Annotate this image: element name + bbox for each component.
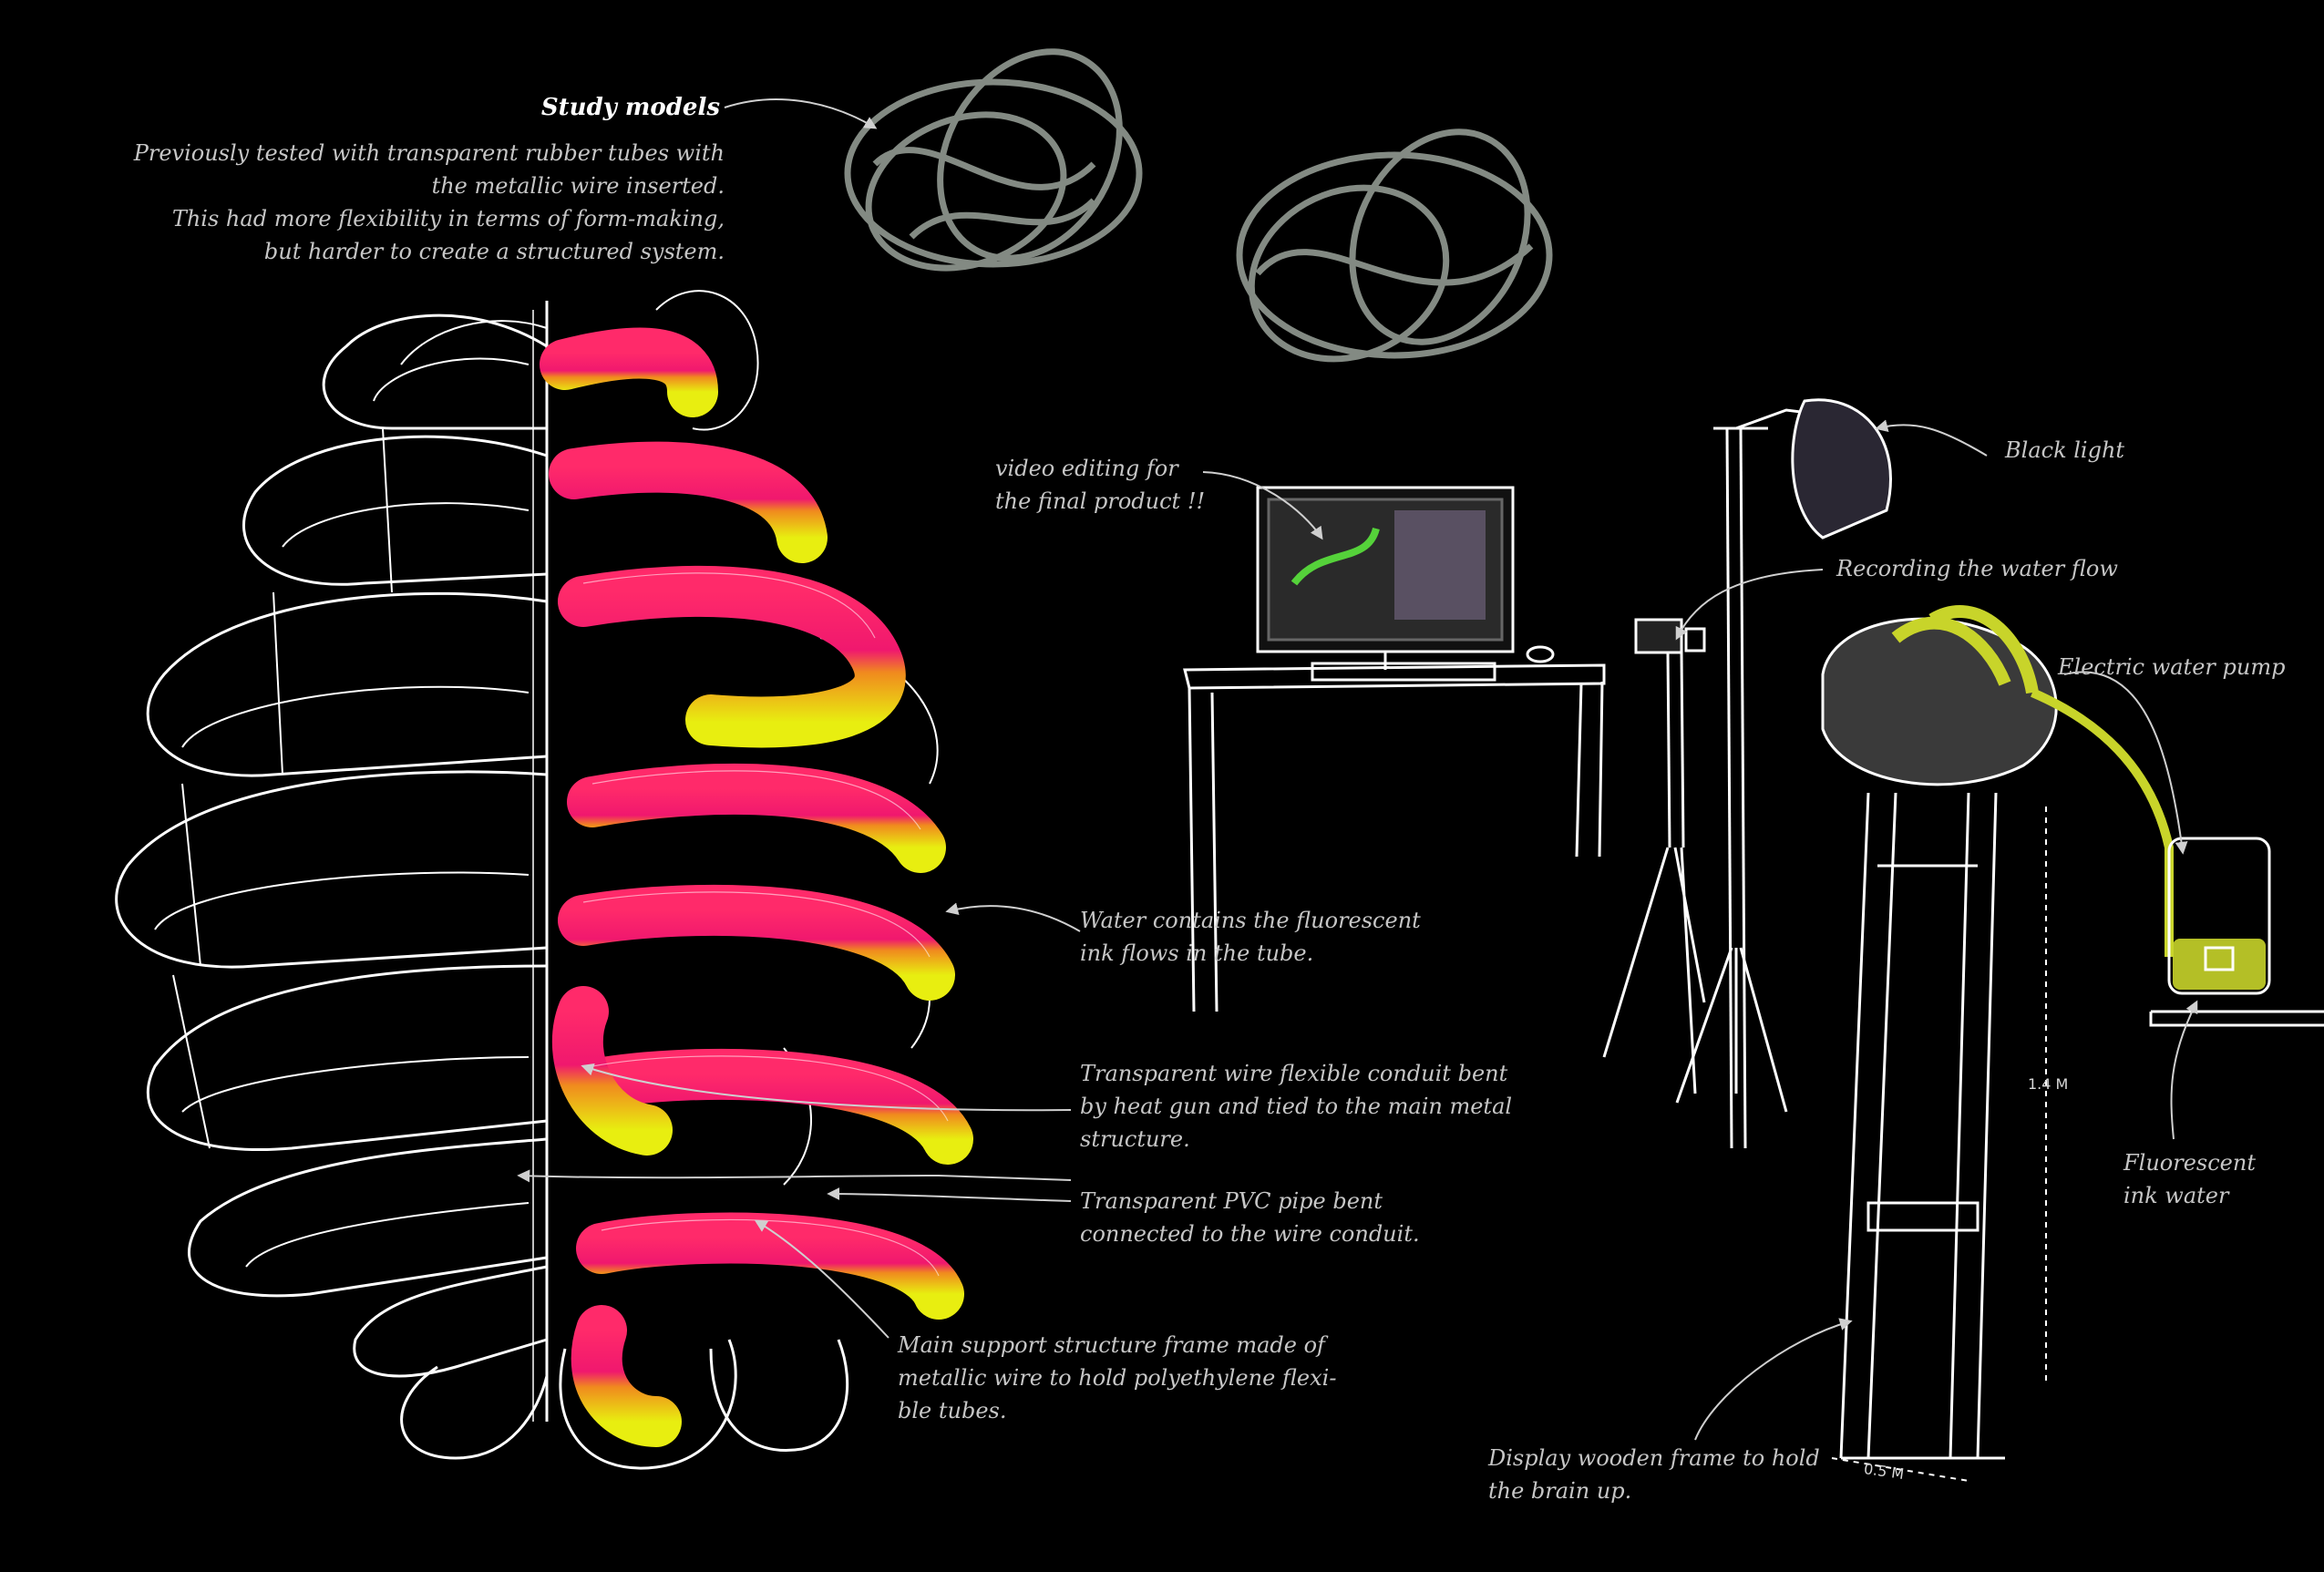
wire-conduit-note: Transparent wire flexible conduit bent b…	[1080, 1057, 1590, 1156]
black-light-label: Black light	[2005, 434, 2233, 467]
support-frame-note: Main support structure frame made of met…	[898, 1329, 1408, 1427]
study-models-title: Study models	[492, 91, 720, 124]
outline-tubes	[117, 291, 938, 1468]
display-frame-note: Display wooden frame to hold the brain u…	[1488, 1442, 1853, 1507]
study-models-text: Previously tested with transparent rubbe…	[73, 137, 725, 268]
study-model-2	[1223, 103, 1560, 390]
brain-sculpture	[117, 291, 948, 1468]
water-note: Water contains the fluorescent ink flows…	[1080, 904, 1536, 970]
height-dimension: 1.4 M	[2028, 1075, 2068, 1093]
fluorescent-tubes	[565, 354, 948, 1422]
pump-label: Electric water pump	[2058, 651, 2324, 683]
study-model-1	[847, 19, 1156, 294]
camera-tripod	[1604, 620, 1704, 1094]
fluorescent-water-label: Fluorescent ink water	[2123, 1146, 2315, 1212]
pump-jar	[2151, 838, 2324, 1025]
display-stand	[1823, 611, 2169, 1458]
recording-label: Recording the water flow	[1836, 552, 2219, 585]
video-editing-note: video editing for the final product !!	[995, 452, 1232, 518]
pvc-pipe-note: Transparent PVC pipe bent connected to t…	[1080, 1185, 1517, 1250]
